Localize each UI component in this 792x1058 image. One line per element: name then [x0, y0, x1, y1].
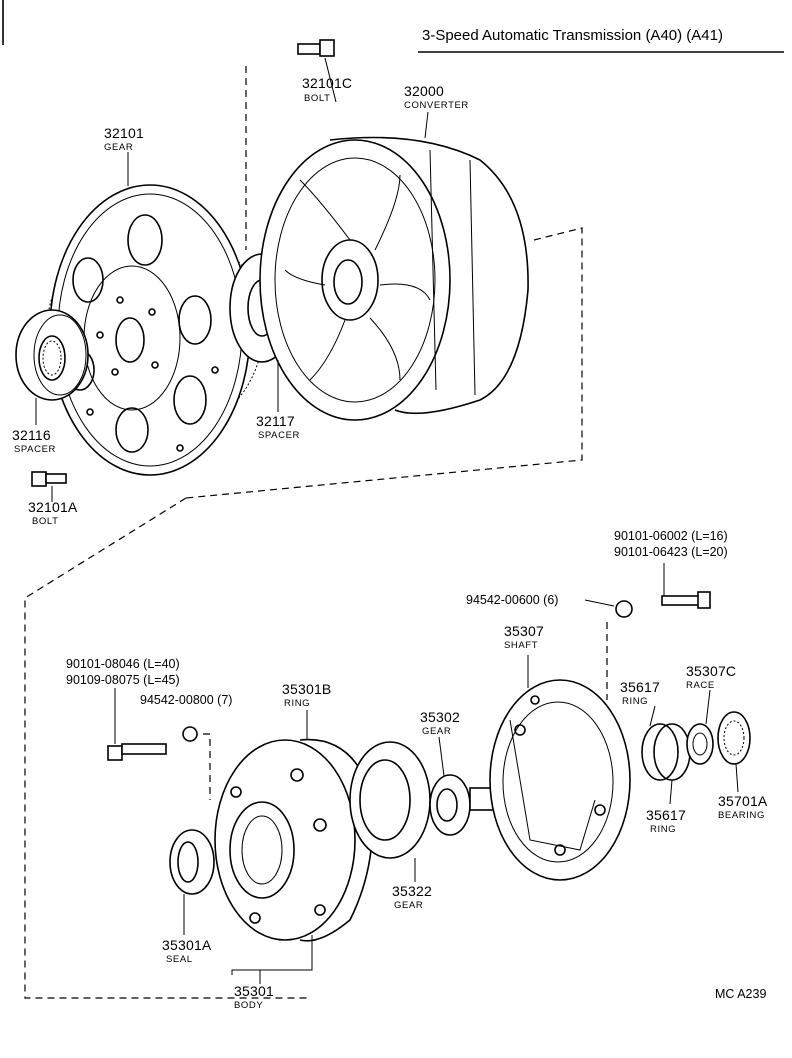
- part-number-32116: 32116: [12, 427, 51, 443]
- part-name-35701a: BEARING: [718, 810, 765, 821]
- part-number-35617-top: 35617: [620, 679, 660, 695]
- alignment-line-washer-08: [203, 733, 211, 800]
- part-number-35301b: 35301B: [282, 681, 332, 697]
- part-name-32117: SPACER: [258, 430, 300, 441]
- bearing-35701a: [717, 711, 751, 765]
- part-name-32101a: BOLT: [32, 516, 59, 527]
- part-name-32000: CONVERTER: [404, 100, 469, 111]
- part-name-35617-top: RING: [622, 696, 649, 707]
- bolt-32101a: [31, 471, 67, 487]
- washer-06-spec: 94542-00600 (6): [466, 593, 559, 607]
- part-number-32101a: 32101A: [28, 499, 78, 515]
- race-35307c: [686, 723, 714, 765]
- part-number-35701a: 35701A: [718, 793, 768, 809]
- leader-washer-06: [584, 599, 615, 607]
- leader-35617-bottom: [669, 779, 673, 805]
- bolt-08-spec-line2: 90109-08075 (L=45): [66, 673, 180, 687]
- leader-32101c: [324, 57, 337, 103]
- spacer-32116: [15, 309, 89, 401]
- part-name-35301: BODY: [234, 1000, 264, 1011]
- part-name-32101c: BOLT: [304, 93, 331, 104]
- bolt-08-spec-line1: 90101-08046 (L=40): [66, 657, 180, 671]
- part-number-35307c: 35307C: [686, 663, 737, 679]
- drive-gear-35302: [429, 774, 471, 836]
- part-number-35307: 35307: [504, 623, 544, 639]
- part-name-35307: SHAFT: [504, 640, 539, 651]
- bolt-32101c: [297, 39, 335, 57]
- alignment-line-upper-box: [185, 227, 583, 499]
- part-number-32101c: 32101C: [302, 75, 353, 91]
- stator-shaft-35307: [469, 679, 631, 881]
- pump-body-35301: [214, 738, 374, 942]
- part-number-32117: 32117: [256, 413, 295, 429]
- leader-35617-top: [649, 705, 656, 727]
- part-number-35617-bottom: 35617: [646, 807, 686, 823]
- part-name-35322: GEAR: [394, 900, 424, 911]
- leader-35302: [438, 736, 445, 777]
- part-number-32000: 32000: [404, 83, 444, 99]
- part-number-35322: 35322: [392, 883, 432, 899]
- part-name-35307c: RACE: [686, 680, 715, 691]
- washer-94542-00800: [182, 726, 198, 742]
- part-name-35301b: RING: [284, 698, 311, 709]
- alignment-line-lower-box: [24, 497, 310, 999]
- torque-converter-32000: [259, 136, 529, 421]
- driven-gear-35322: [349, 741, 431, 859]
- washer-08-spec: 94542-00800 (7): [140, 693, 233, 707]
- leader-35301: [231, 935, 313, 975]
- part-number-35301: 35301: [234, 983, 274, 999]
- part-name-35617-bottom: RING: [650, 824, 677, 835]
- leader-35307c: [705, 689, 711, 725]
- leader-35701a: [735, 763, 739, 793]
- rings-35617: [641, 723, 691, 781]
- washer-94542-00600: [615, 600, 633, 618]
- part-number-32101: 32101: [104, 125, 144, 141]
- bolt-90101-08046: [107, 743, 167, 761]
- bolt-06-spec-line2: 90101-06423 (L=20): [614, 545, 728, 559]
- leader-32000: [424, 111, 429, 139]
- part-name-32116: SPACER: [14, 444, 56, 455]
- seal-35301a: [169, 829, 215, 895]
- part-name-35301a: SEAL: [166, 954, 193, 965]
- diagram-code: MC A239: [715, 987, 767, 1001]
- part-number-35302: 35302: [420, 709, 460, 725]
- bolt-90101-06002: [661, 591, 711, 609]
- part-name-35302: GEAR: [422, 726, 452, 737]
- bolt-06-spec-line1: 90101-06002 (L=16): [614, 529, 728, 543]
- part-name-32101: GEAR: [104, 142, 134, 153]
- diagram-title: 3-Speed Automatic Transmission (A40) (A4…: [422, 27, 723, 44]
- part-number-35301a: 35301A: [162, 937, 212, 953]
